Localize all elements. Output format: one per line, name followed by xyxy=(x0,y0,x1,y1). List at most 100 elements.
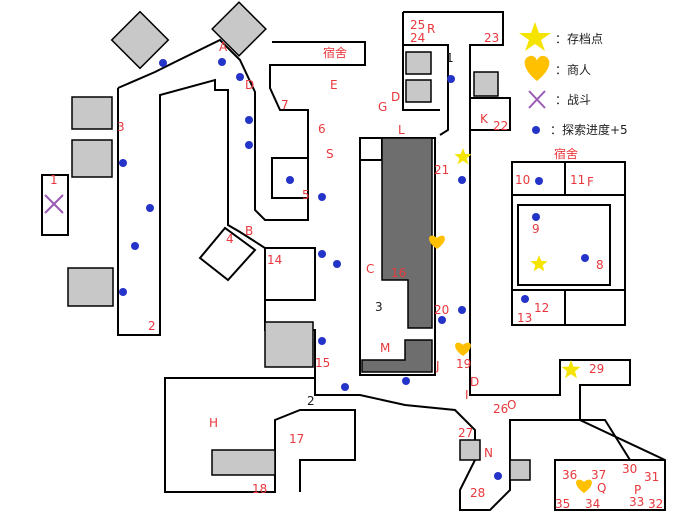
letter-label: L xyxy=(398,123,405,137)
legend-label-battle: ：战斗 xyxy=(555,93,591,107)
point-label: 8 xyxy=(596,258,604,272)
point-label: 34 xyxy=(585,497,600,511)
point-label: 1 xyxy=(50,173,58,187)
block xyxy=(459,439,481,461)
point-label: 36 xyxy=(562,468,577,482)
dot-icon xyxy=(245,141,253,149)
point-label: 24 xyxy=(410,31,425,45)
legend-label-merchant: ：商人 xyxy=(555,62,591,77)
block xyxy=(211,449,276,476)
dot-icon xyxy=(286,176,294,184)
block xyxy=(211,1,267,57)
dot-icon xyxy=(318,193,326,201)
letter-label: P xyxy=(634,483,641,497)
block xyxy=(509,459,531,481)
block xyxy=(473,71,499,97)
letter-label: M xyxy=(380,341,390,355)
block xyxy=(71,139,113,178)
point-label: 29 xyxy=(589,362,604,376)
dot-icon xyxy=(535,177,543,185)
point-label: 5 xyxy=(302,188,310,202)
dot-icon xyxy=(318,337,326,345)
point-label: 21 xyxy=(434,163,449,177)
letter-label: I xyxy=(465,388,469,402)
block xyxy=(264,321,314,368)
point-label: 27 xyxy=(458,426,473,440)
point-label: 28 xyxy=(470,486,485,500)
heart-icon xyxy=(455,342,471,356)
point-label: 23 xyxy=(484,31,499,45)
dot-icon xyxy=(146,204,154,212)
point-label: 13 xyxy=(517,311,532,325)
letter-label: Q xyxy=(597,481,606,495)
dot-icon xyxy=(218,58,226,66)
point-label: 18 xyxy=(252,482,267,496)
point-label: 4 xyxy=(226,232,234,246)
point-label: 16 xyxy=(391,266,406,280)
point-label: 31 xyxy=(644,470,659,484)
point-label: 15 xyxy=(315,356,330,370)
dot-icon xyxy=(245,116,253,124)
dot-icon xyxy=(119,159,127,167)
dot-icon xyxy=(119,288,127,296)
dot-icon xyxy=(438,316,446,324)
point-label: 3 xyxy=(117,120,125,134)
dot-icon xyxy=(532,213,540,221)
point-label: 37 xyxy=(591,468,606,482)
legend: ：存档点 ：商人 ：战斗 ：探索进度+5 xyxy=(519,22,628,137)
block xyxy=(405,79,432,103)
cross-icon xyxy=(44,194,64,214)
dot-icon xyxy=(333,260,341,268)
dot-icon xyxy=(318,250,326,258)
point-label: 25 xyxy=(410,18,425,32)
dot-icon xyxy=(236,73,244,81)
letter-label: A xyxy=(219,40,228,54)
point-label: 19 xyxy=(456,357,471,371)
dark-blocks xyxy=(361,137,433,373)
point-label: 3 xyxy=(375,300,383,314)
dot-icon xyxy=(458,306,466,314)
point-label: 26 xyxy=(493,402,508,416)
dot-icon xyxy=(447,75,455,83)
legend-cross-icon xyxy=(528,90,546,109)
letter-label: R xyxy=(427,22,435,36)
point-label: 22 xyxy=(493,119,508,133)
letter-label: F xyxy=(587,175,594,189)
letter-label: E xyxy=(330,78,338,92)
heart-icon xyxy=(429,235,445,249)
block xyxy=(110,10,170,70)
dot-icon xyxy=(402,377,410,385)
symbols xyxy=(44,148,592,493)
letter-label: D xyxy=(391,90,400,104)
dot-icon xyxy=(494,472,502,480)
point-label: 20 xyxy=(434,303,449,317)
block xyxy=(405,51,432,75)
point-label: 1 xyxy=(446,51,454,65)
point-label: 14 xyxy=(267,253,282,267)
room-label: 宿舍 xyxy=(323,45,347,60)
legend-label-explore: ：探索进度+5 xyxy=(550,122,628,137)
point-label: 17 xyxy=(289,432,304,446)
heart-icon xyxy=(576,479,592,493)
dot-icon xyxy=(458,176,466,184)
dot-icon xyxy=(581,254,589,262)
block xyxy=(71,96,113,130)
point-label: 2 xyxy=(148,319,156,333)
letter-label: B xyxy=(245,224,253,238)
letter-label: C xyxy=(366,262,374,276)
star-icon xyxy=(561,360,581,379)
dot-icon xyxy=(131,242,139,250)
star-icon xyxy=(454,148,472,165)
point-label: 7 xyxy=(281,98,289,112)
letter-label: H xyxy=(209,416,218,430)
letter-label: D xyxy=(245,78,254,92)
legend-heart-icon xyxy=(524,55,550,81)
letter-label: K xyxy=(480,112,489,126)
walls xyxy=(41,11,666,511)
point-label: 32 xyxy=(648,497,663,511)
letter-label: O xyxy=(507,398,516,412)
legend-label-save: ：存档点 xyxy=(555,32,603,46)
point-label: 33 xyxy=(629,495,644,509)
